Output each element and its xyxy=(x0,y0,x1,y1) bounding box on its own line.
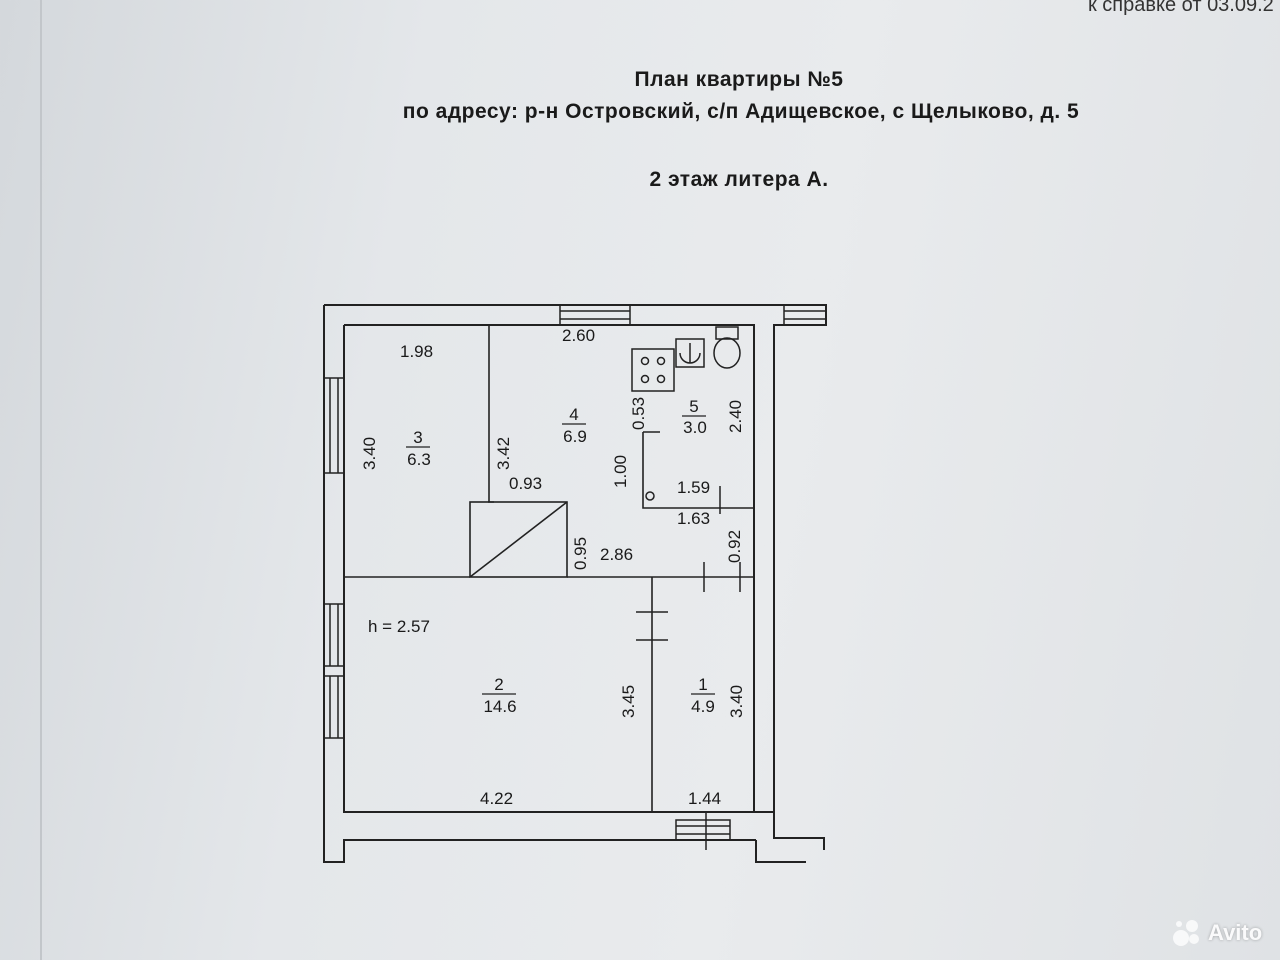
dim-room1-width: 1.44 xyxy=(688,789,721,808)
room-area: 6.9 xyxy=(563,427,587,446)
room-number: 3 xyxy=(413,428,422,447)
dim-room3-height: 3.40 xyxy=(360,437,379,470)
door-marks xyxy=(488,486,741,850)
room-number: 5 xyxy=(689,397,698,416)
plan-title: План квартиры №5 xyxy=(634,68,844,91)
windows xyxy=(323,304,827,841)
sink-icon xyxy=(675,338,705,368)
dim-kitchen-width: 2.60 xyxy=(562,326,595,345)
room-area: 3.0 xyxy=(683,418,707,437)
room-number: 4 xyxy=(569,405,578,424)
room-label-1: 1 4.9 xyxy=(691,675,715,716)
dim-bath-door: 0.53 xyxy=(629,397,648,430)
room-label-2: 2 14.6 xyxy=(482,675,517,716)
room-label-4: 4 6.9 xyxy=(562,405,587,446)
dim-bath-height: 2.40 xyxy=(726,400,745,433)
dim-bath-width-b: 1.63 xyxy=(677,509,710,528)
dim-niche-depth: 0.95 xyxy=(571,537,590,570)
dim-corridor-width: 2.86 xyxy=(600,545,633,564)
dim-room3-inner-height: 3.42 xyxy=(494,437,513,470)
dim-room2-width: 4.22 xyxy=(480,789,513,808)
stove-icon xyxy=(631,348,675,392)
corner-note: к справке от 03.09.2 xyxy=(1088,0,1274,16)
room-area: 6.3 xyxy=(407,450,431,469)
dim-kitchen-partition: 1.00 xyxy=(611,455,630,488)
dim-niche-width: 0.93 xyxy=(509,474,542,493)
room-label-3: 3 6.3 xyxy=(406,428,431,469)
room-number: 2 xyxy=(494,675,503,694)
dim-bath-width-a: 1.59 xyxy=(677,478,710,497)
height-note: h = 2.57 xyxy=(368,617,430,636)
dim-room2-height: 3.45 xyxy=(619,685,638,718)
dim-corridor-door: 0.92 xyxy=(725,530,744,563)
room-number: 1 xyxy=(698,675,707,694)
room-label-5: 5 3.0 xyxy=(682,397,707,437)
stair-niche xyxy=(469,501,568,578)
plan-address: по адресу: р-н Островский, с/п Адищевско… xyxy=(402,100,1080,123)
plan-floor: 2 этаж литера А. xyxy=(649,168,829,191)
dim-room3-width: 1.98 xyxy=(400,342,433,361)
partitions xyxy=(344,325,754,812)
dim-room1-height: 3.40 xyxy=(727,685,746,718)
room-area: 4.9 xyxy=(691,697,715,716)
sheet-edge xyxy=(40,0,42,960)
outer-walls xyxy=(323,304,827,863)
watermark-text: Avito xyxy=(1208,920,1263,945)
room-area: 14.6 xyxy=(483,697,516,716)
avito-watermark: Avito xyxy=(1172,918,1262,948)
toilet-icon xyxy=(713,326,741,369)
avito-logo-icon xyxy=(1173,920,1199,946)
